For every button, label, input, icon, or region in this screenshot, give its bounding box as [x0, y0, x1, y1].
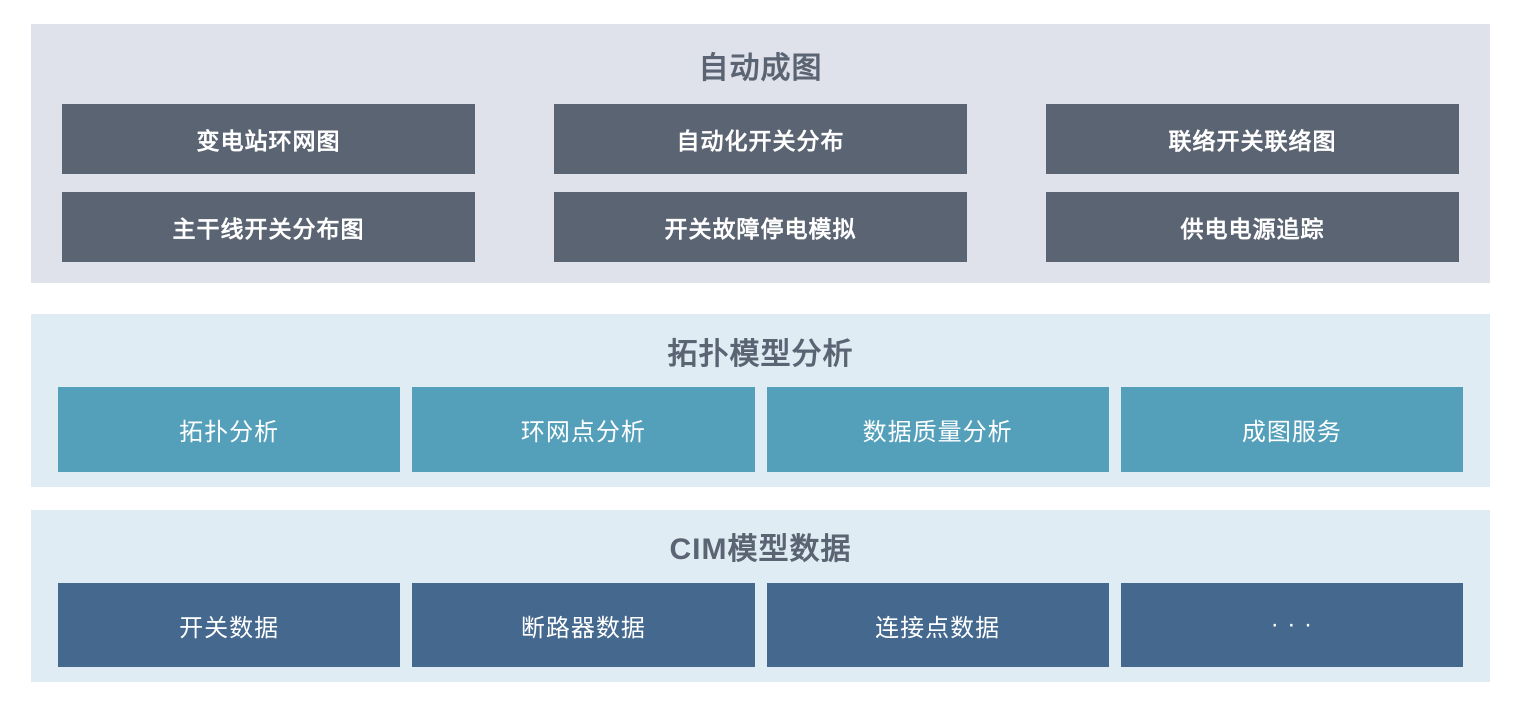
cim-module-grid: 开关数据 断路器数据 连接点数据 · · · [31, 583, 1490, 667]
button-tie-switch-connection-diagram[interactable]: 联络开关联络图 [1046, 104, 1459, 174]
button-topology-analysis[interactable]: 拓扑分析 [58, 387, 401, 472]
layer-title-auto-drawing: 自动成图 [698, 52, 823, 85]
button-switch-fault-outage-simulation[interactable]: 开关故障停电模拟 [554, 192, 967, 262]
layer-auto-drawing: 自动成图 变电站环网图 自动化开关分布 联络开关联络图 主干线开关分布图 开关故… [31, 24, 1490, 283]
button-trunk-line-switch-distribution-diagram[interactable]: 主干线开关分布图 [62, 192, 475, 262]
button-more-data-ellipsis[interactable]: · · · [1120, 583, 1463, 667]
layer-topology-model-analysis: 拓扑模型分析 拓扑分析 环网点分析 数据质量分析 成图服务 [31, 314, 1490, 487]
button-ring-network-point-analysis[interactable]: 环网点分析 [412, 387, 755, 472]
layer-cim-model-data: CIM模型数据 开关数据 断路器数据 连接点数据 · · · [31, 510, 1490, 682]
topology-module-grid: 拓扑分析 环网点分析 数据质量分析 成图服务 [31, 387, 1490, 472]
auto-drawing-module-grid: 变电站环网图 自动化开关分布 联络开关联络图 主干线开关分布图 开关故障停电模拟… [31, 104, 1490, 262]
button-substation-ring-network-diagram[interactable]: 变电站环网图 [62, 104, 475, 174]
layer-title-topology-model-analysis: 拓扑模型分析 [667, 338, 854, 371]
button-automated-switch-distribution[interactable]: 自动化开关分布 [554, 104, 967, 174]
button-power-source-tracing[interactable]: 供电电源追踪 [1046, 192, 1459, 262]
button-diagram-generation-service[interactable]: 成图服务 [1120, 387, 1463, 472]
layer-title-cim-model-data: CIM模型数据 [669, 533, 852, 566]
button-circuit-breaker-data[interactable]: 断路器数据 [412, 583, 755, 667]
button-data-quality-analysis[interactable]: 数据质量分析 [766, 387, 1109, 472]
button-connection-point-data[interactable]: 连接点数据 [766, 583, 1109, 667]
button-switch-data[interactable]: 开关数据 [58, 583, 401, 667]
